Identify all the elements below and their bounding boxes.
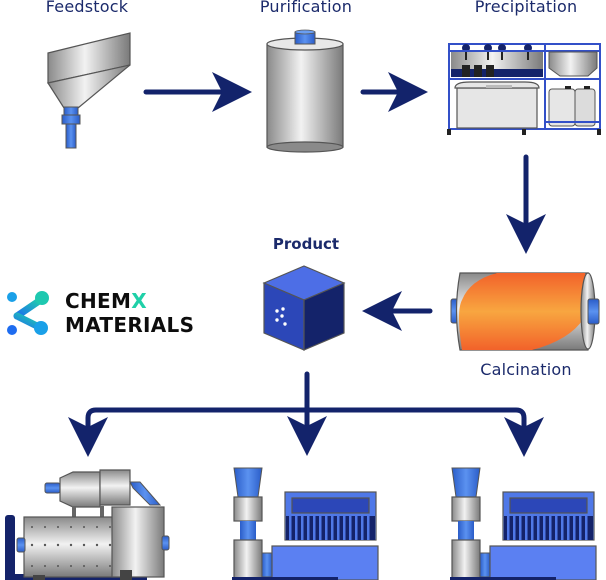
ball-mill-icon	[5, 469, 170, 580]
product-molecule-icon	[275, 307, 287, 326]
pelletizer-machine-icon	[450, 467, 597, 580]
stage-label-precipitation: Precipitation	[474, 0, 578, 16]
stage-label-calcination: Calcination	[480, 360, 572, 379]
product-cube-icon	[262, 265, 346, 351]
logo-line-2: MATERIALS	[65, 313, 195, 337]
stage-label-purification: Purification	[259, 0, 353, 16]
distribution-arrows	[68, 371, 544, 457]
calcination-kiln-icon	[450, 272, 600, 351]
stage-label-product: Product	[272, 235, 340, 253]
logo-line-1: CHEMX	[65, 289, 194, 313]
feedstock-hopper-icon	[47, 32, 131, 149]
stage-label-feedstock: Feedstock	[45, 0, 129, 16]
purification-tank-icon	[266, 29, 344, 153]
logo-x-text: X	[131, 289, 147, 313]
pelletizer-machine-icon	[232, 467, 379, 580]
logo-wordmark: CHEMX MATERIALS	[65, 289, 194, 337]
precipitation-unit-icon	[447, 43, 601, 135]
chemx-logo-icon	[7, 291, 49, 335]
logo-chem-text: CHEM	[65, 289, 132, 313]
